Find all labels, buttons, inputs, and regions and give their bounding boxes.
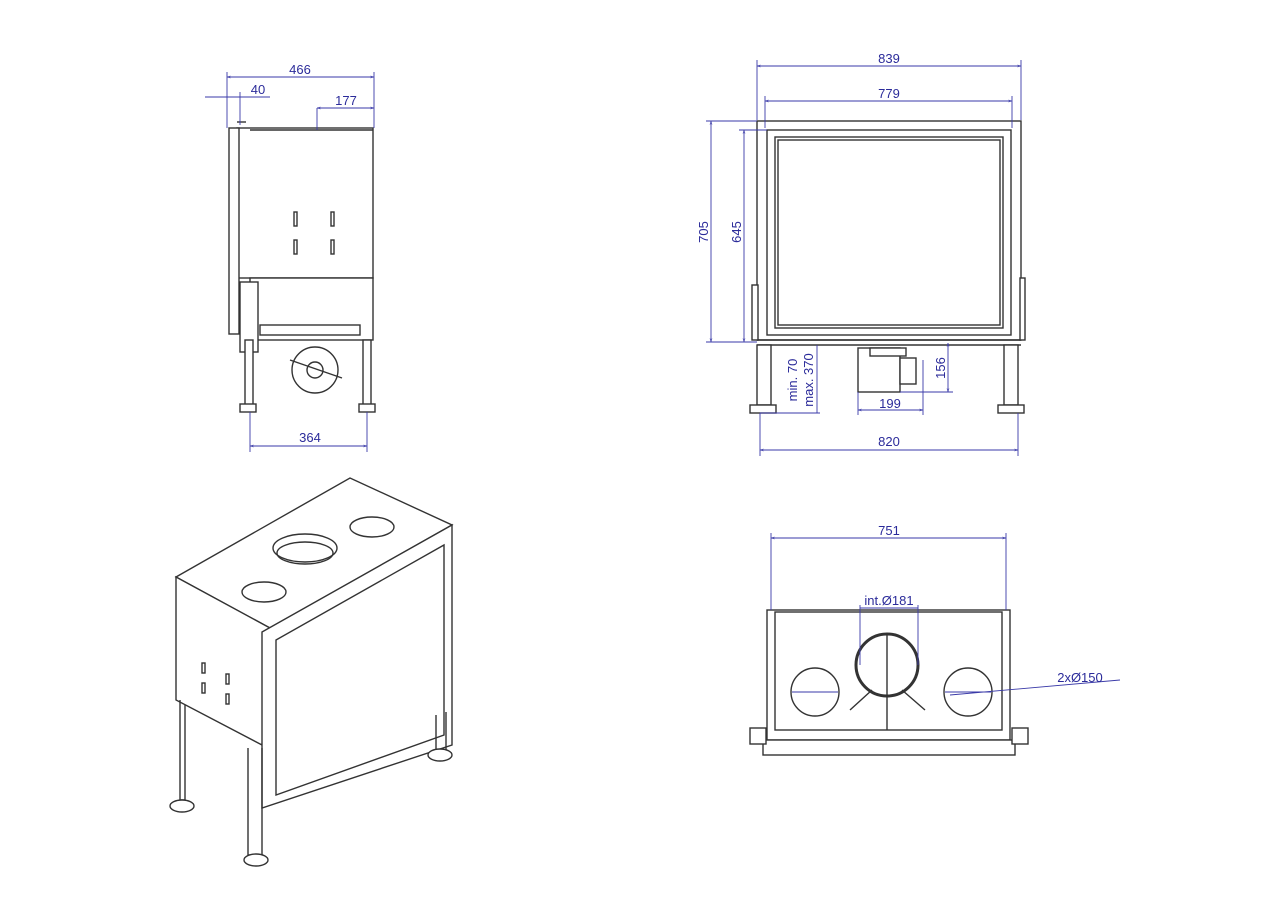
dim-705: 705 xyxy=(696,221,711,243)
dim-max-370: max. 370 xyxy=(801,353,816,406)
front-legs xyxy=(749,277,1026,414)
side-front-frame xyxy=(228,127,240,335)
dim-779: 779 xyxy=(878,86,900,101)
side-view: 466 40 177 364 xyxy=(205,62,376,452)
iso-center-flue xyxy=(272,533,338,563)
dim-40: 40 xyxy=(251,82,265,97)
dim-199: 199 xyxy=(879,396,901,411)
side-legs xyxy=(239,339,376,413)
front-fan-unit xyxy=(857,347,917,393)
isometric-view xyxy=(169,477,454,867)
iso-vent-slots xyxy=(201,662,230,705)
dim-2x150: 2xØ150 xyxy=(1057,670,1103,685)
front-view: 839 779 705 645 min. 70 max. 370 156 199… xyxy=(696,51,1026,456)
side-upper-body xyxy=(236,127,374,279)
dim-645: 645 xyxy=(729,221,744,243)
dim-156: 156 xyxy=(933,357,948,379)
front-glass xyxy=(774,136,1004,329)
dim-364: 364 xyxy=(299,430,321,445)
dim-839: 839 xyxy=(878,51,900,66)
dim-int-181: int.Ø181 xyxy=(864,593,913,608)
iso-glass xyxy=(275,543,445,796)
top-view: 751 int.Ø181 2xØ150 xyxy=(749,523,1121,756)
fan-icon xyxy=(289,346,343,394)
iso-legs xyxy=(169,700,453,867)
vent-slots xyxy=(293,211,335,255)
dim-820: 820 xyxy=(878,434,900,449)
dim-177: 177 xyxy=(335,93,357,108)
dim-min-70: min. 70 xyxy=(785,359,800,402)
dim-751: 751 xyxy=(878,523,900,538)
dim-466: 466 xyxy=(289,62,311,77)
